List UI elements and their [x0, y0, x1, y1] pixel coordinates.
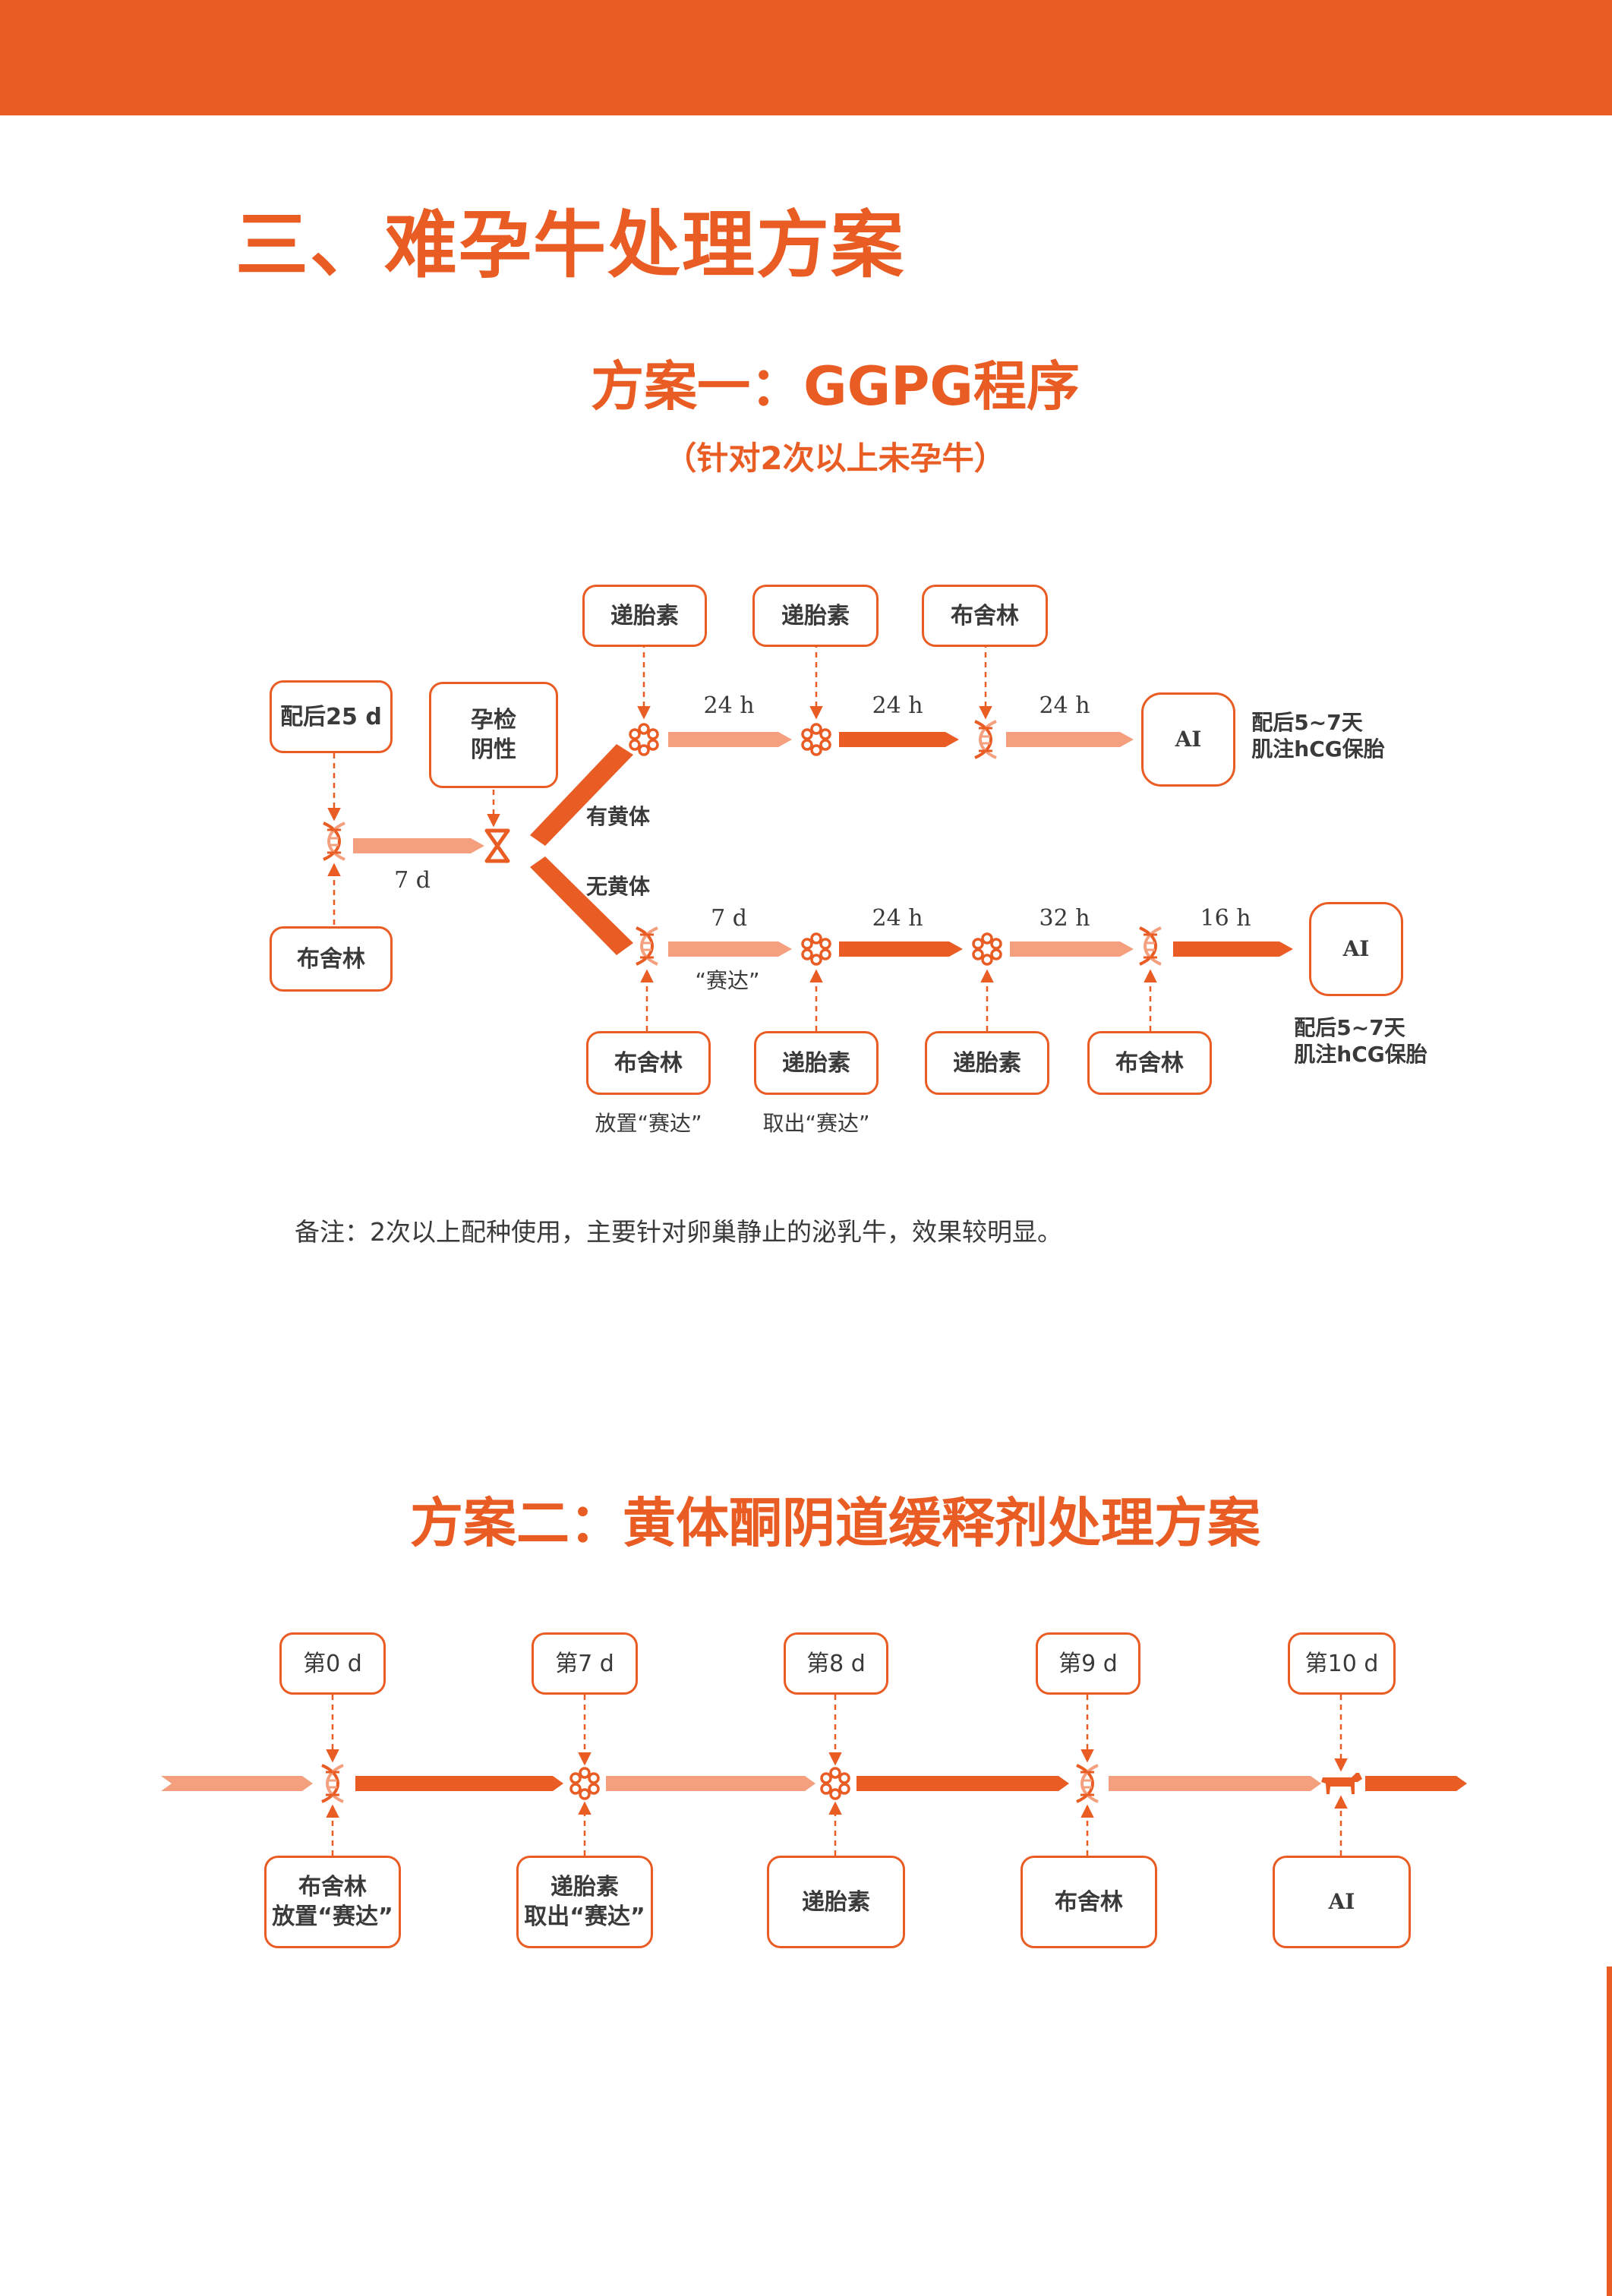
box-pregnancy-check-line1: 孕检 — [471, 707, 516, 733]
day-box-9: 第9 d — [1036, 1632, 1140, 1695]
box-lower-bushelin-label: 布舍林 — [614, 1049, 683, 1077]
day-box-7-label: 第7 d — [555, 1650, 614, 1677]
box-upper-prostaglandin-1: 递胎素 — [582, 585, 707, 647]
label-upper-24h-3: 24 h — [1039, 692, 1090, 719]
box-upper-prostaglandin-1-label: 递胎素 — [610, 602, 679, 629]
box-lower-bushelin-2-label: 布舍林 — [1115, 1049, 1184, 1077]
label-upper-24h-2: 24 h — [872, 692, 923, 719]
label-lower-32h: 32 h — [1039, 905, 1090, 932]
label-upper-after-ai-line1: 配后5~7天 — [1251, 710, 1363, 735]
label-remove-saida: 取出“赛达” — [762, 1111, 870, 1136]
timeline-seg-1 — [355, 1776, 563, 1791]
label-upper-after-ai-line2: 肌注hCG保胎 — [1251, 736, 1385, 762]
label-upper-after-ai: 配后5~7天 肌注hCG保胎 — [1251, 709, 1384, 762]
box-upper-ai: AI — [1141, 692, 1235, 787]
plan1-title: 方案一：GGPG程序 — [591, 355, 1080, 418]
action-box-day9: 布舍林 — [1021, 1856, 1157, 1948]
action-box-day10: AI — [1273, 1856, 1411, 1948]
box-post-25d: 配后25 d — [270, 680, 393, 753]
action-box-day10-line1: AI — [1328, 1888, 1355, 1914]
branch-upper — [530, 744, 633, 846]
box-upper-ai-label: AI — [1175, 726, 1202, 752]
action-box-day0-line2: 放置“赛达” — [272, 1903, 393, 1930]
label-lower-saida: “赛达” — [695, 968, 760, 993]
box-upper-bushelin: 布舍林 — [922, 585, 1048, 647]
arrow-upper-2 — [839, 732, 959, 747]
label-lower-16h: 16 h — [1200, 905, 1251, 932]
label-no-corpus-luteum: 无黄体 — [586, 874, 651, 899]
action-box-day0-line1: 布舍林 — [298, 1874, 367, 1900]
box-lower-ai-label: AI — [1342, 935, 1370, 961]
timeline-seg-2 — [606, 1776, 815, 1791]
timeline-seg-5 — [1365, 1776, 1467, 1791]
action-box-day7: 递胎素 取出“赛达” — [516, 1856, 653, 1948]
day-box-7: 第7 d — [532, 1632, 638, 1695]
arrow-lower-1 — [668, 941, 792, 957]
action-box-day8-line1: 递胎素 — [802, 1888, 870, 1916]
label-lower-after-ai-line2: 肌注hCG保胎 — [1294, 1042, 1427, 1067]
label-lower-after-ai: 配后5~7天 肌注hCG保胎 — [1294, 1014, 1427, 1068]
day-box-0: 第0 d — [279, 1632, 386, 1695]
box-upper-prostaglandin-2: 递胎素 — [752, 585, 879, 647]
box-lower-prostaglandin-1: 递胎素 — [754, 1031, 879, 1095]
action-box-day0: 布舍林 放置“赛达” — [264, 1856, 401, 1948]
day-box-8: 第8 d — [784, 1632, 888, 1695]
molecule-icon — [569, 1767, 600, 1800]
action-box-day7-line1: 递胎素 — [550, 1874, 619, 1900]
plan2-title: 方案二：黄体酮阴道缓释剂处理方案 — [410, 1492, 1260, 1554]
label-place-saida: 放置“赛达” — [595, 1111, 702, 1136]
box-lower-bushelin-2: 布舍林 — [1087, 1031, 1212, 1095]
day-box-8-label: 第8 d — [806, 1650, 866, 1677]
action-box-day9-line1: 布舍林 — [1055, 1888, 1123, 1916]
box-lower-ai: AI — [1309, 902, 1403, 996]
dna-icon — [1075, 1764, 1099, 1803]
label-7d-start: 7 d — [394, 867, 431, 894]
box-lower-prostaglandin-2: 递胎素 — [925, 1031, 1049, 1095]
arrow-upper-1 — [668, 732, 792, 747]
box-bushelin-start-label: 布舍林 — [297, 945, 365, 973]
plan1-subtitle: （针对2次以上未孕牛） — [664, 440, 1006, 477]
box-post-25d-label: 配后25 d — [280, 703, 382, 730]
box-upper-bushelin-label: 布舍林 — [951, 602, 1019, 629]
box-upper-prostaglandin-2-label: 递胎素 — [781, 602, 850, 629]
box-pregnancy-check-line2: 阴性 — [471, 736, 516, 763]
day-box-9-label: 第9 d — [1058, 1650, 1118, 1677]
box-lower-prostaglandin-1-label: 递胎素 — [782, 1049, 850, 1077]
label-lower-after-ai-line1: 配后5~7天 — [1294, 1015, 1405, 1040]
timeline-seg-0 — [161, 1776, 313, 1791]
day-box-10: 第10 d — [1288, 1632, 1396, 1695]
box-lower-prostaglandin-2-label: 递胎素 — [953, 1049, 1021, 1077]
plan1-note: 备注：2次以上配种使用，主要针对卵巢静止的泌乳牛，效果较明显。 — [295, 1217, 1062, 1247]
action-box-day7-line2: 取出“赛达” — [524, 1903, 645, 1930]
timeline-seg-4 — [1109, 1776, 1321, 1791]
day-box-0-label: 第0 d — [303, 1650, 362, 1677]
label-lower-24h: 24 h — [872, 905, 923, 932]
day-box-10-label: 第10 d — [1304, 1650, 1379, 1677]
page-edge-mark — [1607, 1966, 1612, 2296]
arrow-lower-4 — [1173, 941, 1293, 957]
box-pregnancy-check: 孕检 阴性 — [429, 682, 558, 788]
label-has-corpus-luteum: 有黄体 — [586, 804, 651, 829]
cow-icon — [1321, 1773, 1362, 1794]
box-bushelin-start: 布舍林 — [270, 926, 393, 992]
arrow-upper-3 — [1006, 732, 1134, 747]
dna-icon — [320, 1764, 345, 1803]
arrow-start-7d — [353, 838, 484, 853]
arrow-lower-3 — [1010, 941, 1134, 957]
label-lower-7d: 7 d — [711, 905, 747, 932]
label-upper-24h-1: 24 h — [703, 692, 755, 719]
page-title: 三、难孕牛处理方案 — [235, 203, 905, 288]
timeline-seg-3 — [856, 1776, 1069, 1791]
box-lower-bushelin: 布舍林 — [586, 1031, 711, 1095]
arrow-lower-2 — [839, 941, 963, 957]
top-banner — [0, 0, 1612, 115]
action-box-day8: 递胎素 — [767, 1856, 905, 1948]
branch-lower — [530, 856, 633, 955]
molecule-icon — [820, 1767, 850, 1800]
